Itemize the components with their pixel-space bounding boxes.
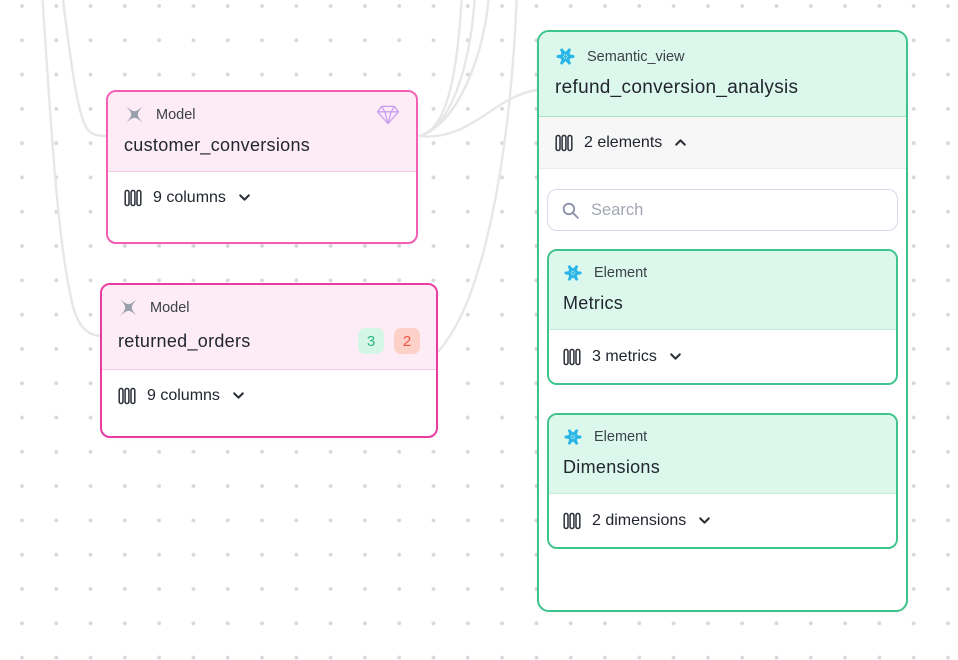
expander-label: 3 metrics (592, 347, 657, 365)
diamond-icon (376, 105, 400, 125)
node-title: returned_orders (118, 330, 251, 351)
node-type-label: Model (156, 106, 196, 123)
snowflake-icon (563, 427, 583, 447)
expander-label: 9 columns (153, 188, 226, 206)
metrics-expander[interactable]: 3 metrics (549, 329, 896, 383)
elements-expander[interactable]: 2 elements (539, 117, 906, 169)
expander-label: 2 dimensions (592, 511, 687, 529)
expander-label: 2 elements (584, 133, 663, 151)
node-title: Dimensions (563, 457, 661, 477)
node-type-label: Model (150, 299, 190, 316)
node-type-label: Element (594, 429, 648, 445)
node-header: Element Metrics (549, 251, 896, 329)
columns-expander[interactable]: 9 columns (108, 171, 416, 223)
node-header: Model returned_orders 3 2 (102, 285, 436, 369)
node-title: customer_conversions (124, 135, 311, 155)
node-title: refund_conversion_analysis (555, 77, 799, 98)
element-card-dimensions[interactable]: Element Dimensions 2 dimensions (547, 413, 898, 549)
edge-path (41, 0, 101, 338)
node-header: Model customer_conversions (108, 92, 416, 171)
columns-icon (555, 134, 573, 152)
columns-expander[interactable]: 9 columns (102, 369, 436, 421)
edge-path (418, 88, 538, 138)
columns-icon (124, 189, 142, 207)
chevron-up-icon (673, 135, 688, 150)
node-title: Metrics (563, 293, 624, 313)
edge-path (418, 0, 490, 138)
expander-label: 9 columns (147, 386, 220, 404)
chevron-down-icon (237, 190, 252, 205)
snowflake-icon (563, 263, 583, 283)
dimensions-expander[interactable]: 2 dimensions (549, 493, 896, 547)
columns-icon (563, 348, 581, 366)
badge-failed: 2 (394, 328, 420, 354)
model-icon (118, 297, 139, 318)
columns-icon (563, 512, 581, 530)
node-type-label: Element (594, 265, 648, 281)
columns-icon (118, 387, 136, 405)
node-header: Element Dimensions (549, 415, 896, 493)
chevron-down-icon (231, 388, 246, 403)
search-input[interactable] (591, 200, 884, 220)
chevron-down-icon (697, 513, 712, 528)
node-header: Semantic_view refund_conversion_analysis (539, 32, 906, 117)
edge-path (437, 0, 518, 353)
node-type-label: Semantic_view (587, 48, 685, 65)
edge-path (61, 0, 107, 138)
edge-path (418, 0, 463, 138)
search-icon (561, 201, 580, 220)
snowflake-icon (555, 46, 576, 67)
element-card-metrics[interactable]: Element Metrics 3 metrics (547, 249, 898, 385)
model-node-customer-conversions[interactable]: Model customer_conversions 9 columns (106, 90, 418, 244)
chevron-down-icon (668, 349, 683, 364)
semantic-view-node[interactable]: Semantic_view refund_conversion_analysis… (537, 30, 908, 612)
badge-passed: 3 (358, 328, 384, 354)
model-node-returned-orders[interactable]: Model returned_orders 3 2 9 columns (100, 283, 438, 438)
search-box[interactable] (547, 189, 898, 231)
model-icon (124, 104, 145, 125)
